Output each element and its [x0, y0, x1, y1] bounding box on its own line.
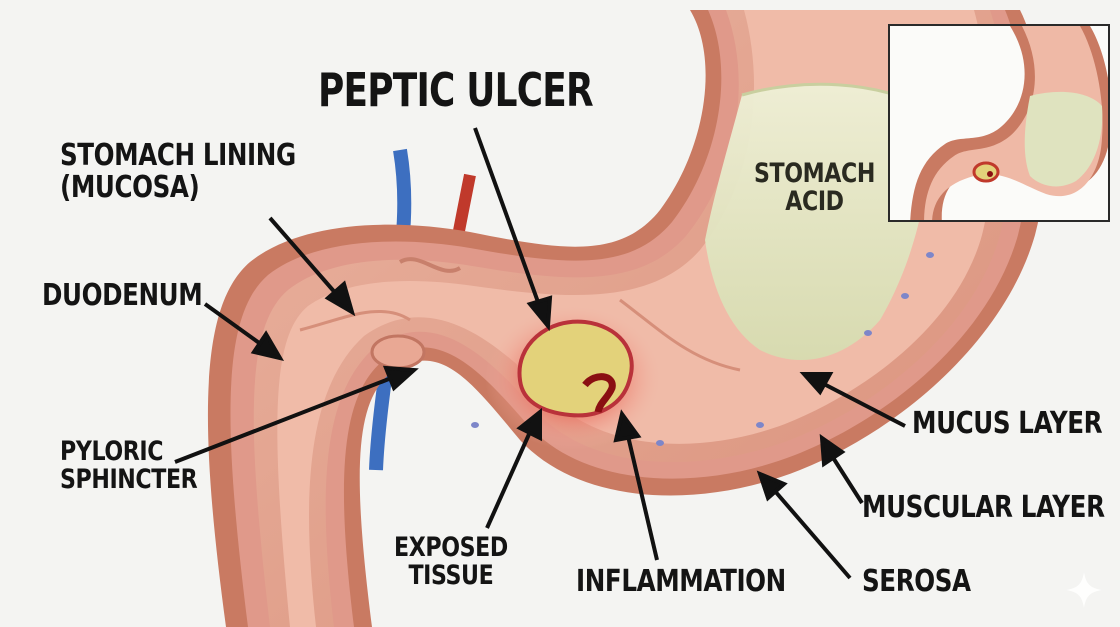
label-exposed-tissue: EXPOSED TISSUE [394, 534, 508, 591]
label-muscular-layer: MUSCULAR LAYER [862, 492, 1105, 524]
pyloric-sphincter-shape [372, 336, 424, 368]
label-serosa: SEROSA [862, 566, 971, 598]
ulcer-crater [519, 322, 631, 416]
label-stomach-acid: STOMACH ACID [754, 160, 875, 217]
inset-stomach-overview [888, 24, 1110, 222]
arrow-exposed-tissue [487, 432, 530, 528]
inset-stomach-drawing [890, 26, 1110, 222]
label-pyloric-sphincter: PYLORIC SPHINCTER [60, 438, 197, 495]
label-duodenum: DUODENUM [42, 280, 202, 312]
arrow-muscular-layer [832, 456, 862, 503]
sparkle-icon [1064, 570, 1104, 610]
label-inflammation: INFLAMMATION [576, 566, 786, 598]
title-peptic-ulcer: PEPTIC ULCER [318, 66, 593, 114]
label-mucus-layer: MUCUS LAYER [912, 408, 1102, 440]
label-stomach-lining: STOMACH LINING (MUCOSA) [60, 140, 296, 203]
